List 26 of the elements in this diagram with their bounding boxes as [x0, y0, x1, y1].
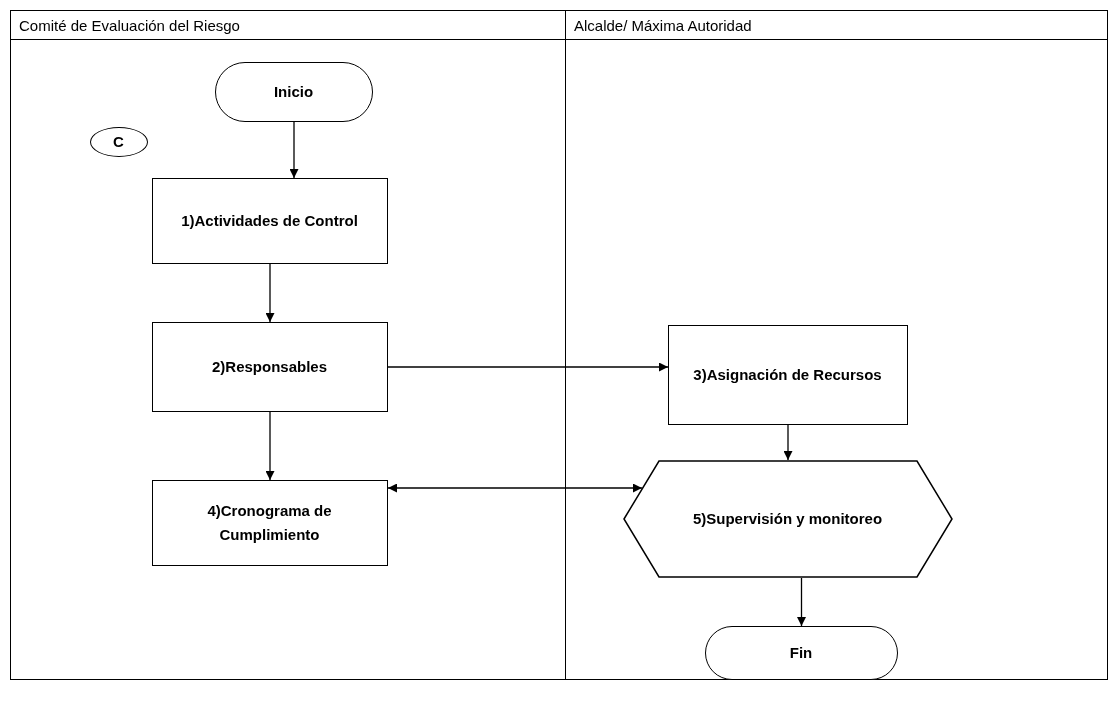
arrow — [289, 121, 299, 179]
node-label: Inicio — [273, 81, 314, 102]
node-label: 3)Asignación de Recursos — [693, 364, 882, 385]
terminal-shape — [704, 625, 898, 680]
connector-circle — [89, 126, 148, 157]
node-label: 2)Responsables — [211, 356, 327, 377]
swimlane — [565, 10, 1108, 680]
process-box — [151, 321, 388, 412]
preparation-hexagon — [622, 459, 953, 578]
process-box — [151, 177, 388, 264]
arrow — [387, 483, 643, 493]
node-label: Fin — [789, 642, 813, 663]
arrow — [265, 411, 275, 481]
node-label: 1)Actividades de Control — [181, 210, 358, 231]
arrow — [783, 424, 793, 461]
lane-title: Comité de Evaluación del Riesgo — [19, 17, 240, 34]
node-label: 5)Supervisión y monitoreo — [692, 508, 883, 529]
lane-title: Alcalde/ Máxima Autoridad — [574, 17, 752, 34]
swimlane — [10, 10, 566, 680]
node-label: C — [113, 134, 124, 149]
process-box — [151, 479, 388, 566]
arrow — [797, 577, 806, 627]
process-box — [667, 324, 908, 425]
arrow — [265, 263, 275, 323]
node-label: 4)Cronograma de Cumplimiento — [206, 500, 333, 545]
arrow — [387, 362, 669, 372]
